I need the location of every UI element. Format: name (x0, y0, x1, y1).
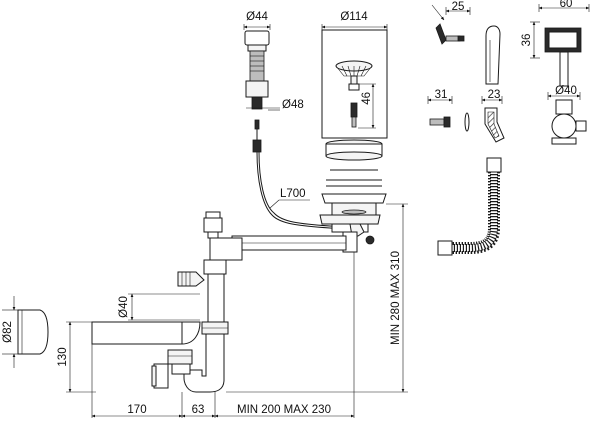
overflow-button-part: Ø44 Ø48 (243, 11, 304, 111)
overflow-body-label: Ø48 (282, 99, 304, 111)
adapter-part: 60 36 Ø40 (521, 0, 590, 145)
outlet-height-label: MIN 280 MAX 310 (390, 251, 402, 345)
side-height-label: 130 (57, 347, 69, 366)
main-siphon: Ø40 (91, 211, 381, 393)
width-mid-label: 63 (192, 404, 205, 416)
screw-elbow-part: 31 23 (427, 89, 505, 143)
overflow-cable: L700 (252, 119, 346, 230)
width-left-label: 170 (127, 404, 146, 416)
inlet-diameter-label: Ø40 (118, 296, 130, 318)
strainer-diameter-label: Ø114 (340, 11, 368, 23)
cable-length-label: L700 (280, 188, 306, 200)
adapter-height-label: 36 (521, 34, 533, 47)
strainer-part: Ø114 46 (321, 11, 388, 216)
strainer-height-label: 46 (361, 92, 373, 105)
clip-length-label: 31 (435, 89, 448, 101)
adapter-width-label: 60 (560, 0, 573, 10)
overflow-diameter-label: Ø44 (246, 11, 268, 23)
wall-cap: Ø82 (2, 296, 49, 368)
elbow-width-label: 23 (488, 89, 501, 101)
clip-part: 25 (431, 1, 501, 85)
cap-diameter-label: Ø82 (2, 321, 14, 343)
flexible-hose (437, 157, 502, 256)
dimension-lines: 130 MIN 280 MAX 310 170 63 MIN 200 MAX 2… (57, 203, 408, 418)
width-right-label: MIN 200 MAX 230 (237, 404, 331, 416)
adapter-diameter-label: Ø40 (555, 85, 577, 97)
clip-width-label: 25 (452, 1, 465, 13)
